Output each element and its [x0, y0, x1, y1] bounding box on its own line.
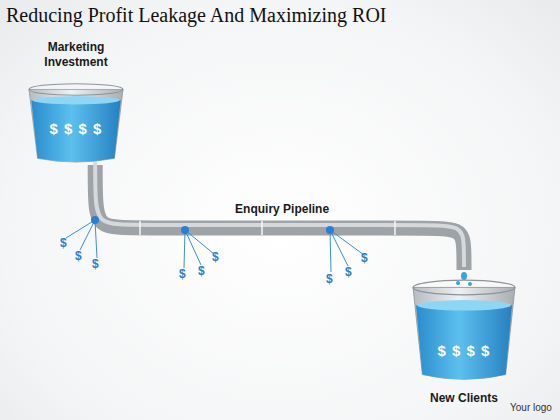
- leak-holes: [91, 216, 334, 234]
- bucket-heading: New Clients: [412, 391, 516, 406]
- pipe-joint: [139, 221, 141, 235]
- spray-line: [95, 220, 97, 258]
- pipe-joint: [261, 221, 263, 235]
- spray-line: [330, 230, 364, 255]
- bucket-shape: [412, 278, 516, 383]
- pipe-highlight: [95, 162, 464, 267]
- pipeline-connector: [95, 165, 464, 270]
- leak-hole: [181, 226, 189, 234]
- water-drop: [461, 272, 467, 280]
- money-symbols: $ $ $ $: [412, 342, 516, 360]
- bucket-node: New Clients $ $ $ $: [412, 270, 516, 410]
- bucket-body: [29, 89, 123, 162]
- leak-hole: [91, 216, 99, 224]
- spray-line: [330, 230, 348, 266]
- leak-symbol: $: [361, 251, 368, 265]
- leak-symbol: $: [345, 265, 352, 279]
- pipeline-label: Enquiry Pipeline: [235, 202, 329, 216]
- bucket-rim: [29, 84, 123, 96]
- water-surface: [417, 300, 511, 311]
- water-drop: [456, 281, 460, 285]
- spray-line: [80, 220, 95, 250]
- spray-line: [330, 230, 331, 272]
- water-drop: [468, 282, 472, 286]
- slide-title: Reducing Profit Leakage And Maximizing R…: [6, 4, 554, 27]
- pipe-joints: [140, 221, 395, 235]
- leak-symbol: $: [198, 264, 205, 278]
- bucket-heading: Marketing Investment: [28, 40, 124, 70]
- leak-spray: [66, 220, 364, 272]
- leak-symbol: $: [75, 249, 82, 263]
- leak-symbol: $: [212, 250, 219, 264]
- bucket-body: [413, 287, 515, 379]
- water-surface: [32, 96, 120, 104]
- spray-line: [184, 230, 185, 268]
- logo-placeholder: Your logo: [510, 402, 552, 413]
- leak-hole: [326, 226, 334, 234]
- pipe-joint: [394, 221, 396, 235]
- spray-line: [185, 230, 214, 254]
- leak-symbol: $: [60, 236, 67, 250]
- money-symbols: $ $ $ $: [28, 120, 124, 138]
- pipeline-group: [95, 162, 464, 270]
- spray-line: [185, 230, 201, 265]
- bucket-node: Marketing Investment $ $ $ $: [28, 40, 124, 165]
- bucket-rim: [413, 280, 515, 295]
- leak-symbol: $: [179, 267, 186, 281]
- leak-symbol: $: [326, 272, 333, 286]
- water-drops: [456, 272, 472, 286]
- leak-symbol: $: [92, 257, 99, 271]
